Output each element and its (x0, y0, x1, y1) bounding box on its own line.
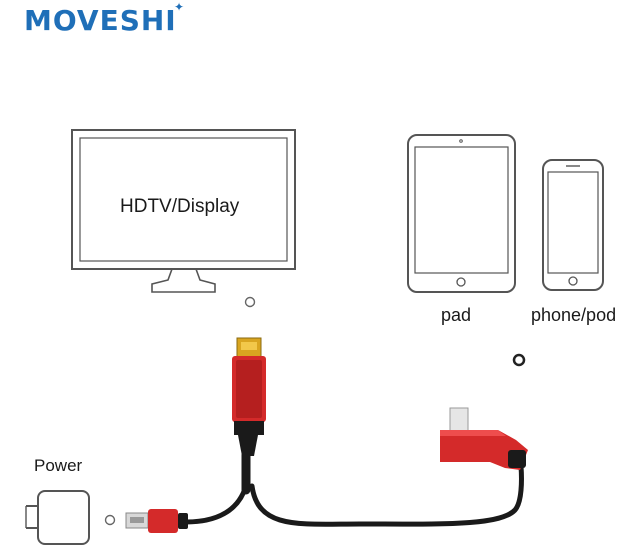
tablet-icon (407, 134, 516, 293)
lightning-connector-icon (440, 407, 528, 470)
brand-logo: MOVESHI✦ (24, 0, 184, 37)
power-label: Power (34, 456, 83, 475)
hdmi-connector-icon (232, 337, 266, 456)
usb-connector-icon (125, 509, 188, 533)
phone-icon (542, 159, 604, 291)
marker-circle-small-icon (104, 514, 116, 526)
brand-spark-icon: ✦ (174, 0, 186, 14)
marker-circle-bold-icon (512, 353, 526, 367)
power-adapter-icon (25, 490, 90, 545)
marker-circle-icon (244, 296, 256, 308)
phone-label: phone/pod (531, 305, 617, 325)
brand-name: MOVESHI (24, 4, 177, 37)
tablet-label: pad (441, 305, 472, 325)
display-label: HDTV/Display (120, 196, 240, 217)
cable (183, 450, 524, 527)
tv-icon (71, 129, 296, 293)
